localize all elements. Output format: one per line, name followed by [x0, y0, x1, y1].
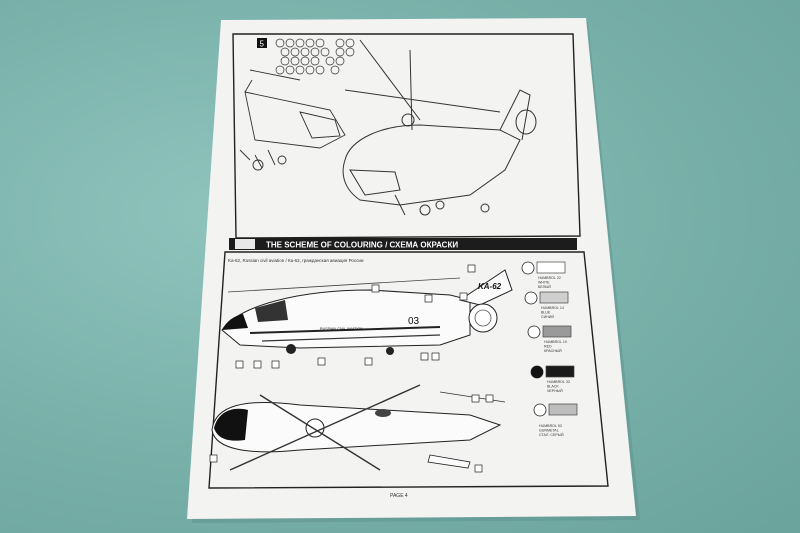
paint-swatch-2: HUMBROL 14 BLUE СИНИЙ — [524, 291, 569, 319]
aircraft-caption: Ka-62, Russian civil aviation / Ка-62, г… — [228, 258, 364, 263]
section-title-bar — [229, 238, 577, 250]
paint-code: HUMBROL 19 — [544, 340, 567, 344]
paint-name-ru: БЕЛЫЙ — [538, 285, 551, 289]
paint-swatch-gunmetal — [548, 403, 578, 416]
paint-code: HUMBROL 14 — [541, 306, 564, 310]
callout-markers — [209, 264, 494, 473]
paint-marker-b — [524, 291, 538, 305]
section-title: THE SCHEME OF COLOURING / СХЕМА ОКРАСКИ — [266, 241, 458, 250]
helicopter-top-view — [211, 384, 506, 471]
fuselage-text: RUSSIAN CIVIL AVIATION — [320, 327, 363, 331]
paint-legend: HUMBROL 22 WHITE БЕЛЫЙ HUMBROL 14 BLUE С… — [521, 261, 578, 437]
paint-name-ru: СТАЛ. СЕРЫЙ — [539, 433, 564, 437]
paint-name-ru: СИНИЙ — [541, 315, 554, 319]
paint-swatch-blue — [539, 291, 569, 304]
paint-name-en: BLUE — [541, 311, 551, 315]
paint-code: HUMBROL 22 — [538, 276, 561, 280]
colour-panel-frame — [208, 251, 609, 489]
paint-marker-a — [521, 261, 535, 275]
paint-marker-d — [530, 365, 544, 379]
paint-swatch-3: HUMBROL 19 RED КРАСНЫЙ — [527, 325, 572, 353]
paint-name-en: GUNMETAL — [539, 429, 559, 433]
step-number: 5 — [260, 40, 265, 49]
page-label: PAGE 4 — [390, 493, 408, 499]
parts-number-grid — [275, 38, 355, 75]
step-number-box — [257, 38, 267, 48]
paint-code: HUMBROL 33 — [547, 380, 570, 384]
paint-name-en: RED — [544, 345, 552, 349]
paint-swatch-1: HUMBROL 22 WHITE БЕЛЫЙ — [521, 261, 566, 289]
brand-logo — [235, 239, 255, 249]
paint-marker-c — [527, 325, 541, 339]
paint-swatch-white — [536, 261, 566, 274]
assembly-panel-frame — [232, 33, 581, 239]
paint-swatch-red — [542, 325, 572, 338]
paper — [187, 18, 636, 519]
paint-swatch-black — [545, 365, 575, 378]
paint-swatch-5: HUMBROL 53 GUNMETAL СТАЛ. СЕРЫЙ — [533, 403, 578, 437]
helicopter-side-view: KA-62 03 RUSSIAN CIVIL AVIATION — [221, 269, 513, 355]
assembly-drawing-left — [239, 69, 346, 171]
paint-code: HUMBROL 53 — [539, 424, 562, 428]
paint-name-en: WHITE — [538, 281, 550, 285]
paint-name-en: BLACK — [547, 385, 559, 389]
paint-swatch-4: HUMBROL 33 BLACK ЧЕРНЫЙ — [530, 365, 575, 393]
tail-marking: KA-62 — [478, 282, 502, 291]
fuselage-number: 03 — [408, 316, 420, 327]
assembly-drawing-main — [342, 39, 537, 216]
paint-marker-e — [533, 403, 547, 417]
paint-name-ru: КРАСНЫЙ — [544, 349, 562, 353]
paint-name-ru: ЧЕРНЫЙ — [547, 389, 563, 393]
